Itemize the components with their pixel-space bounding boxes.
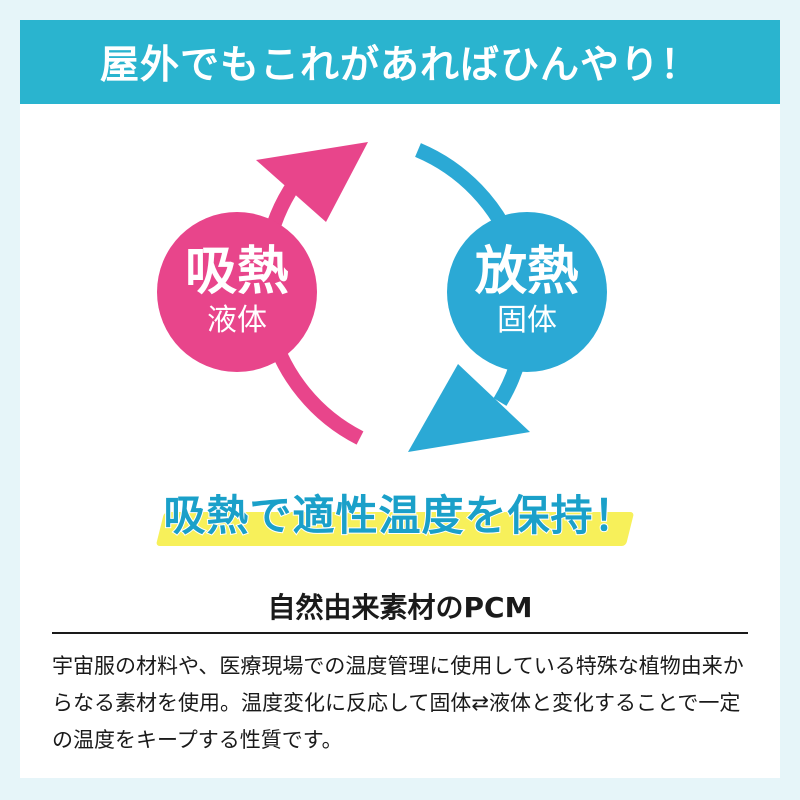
release-arrow-head bbox=[408, 364, 530, 452]
release-sub-label: 固体 bbox=[497, 303, 557, 338]
absorb-main-label: 吸熱 bbox=[184, 242, 289, 302]
absorb-label-group: 吸熱 液体 bbox=[152, 242, 322, 340]
release-main-label: 放熱 bbox=[474, 242, 579, 302]
section-title: 自然由来素材のPCM bbox=[267, 591, 533, 624]
absorb-sub-label: 液体 bbox=[207, 303, 267, 338]
content-card bbox=[20, 20, 780, 778]
release-label-group: 放熱 固体 bbox=[442, 242, 612, 340]
header-banner: 屋外でもこれがあればひんやり！ bbox=[20, 20, 780, 104]
absorb-circle bbox=[157, 212, 317, 372]
section-divider bbox=[52, 632, 748, 634]
slogan-text: 吸熱で適性温度を保持！ bbox=[162, 490, 637, 541]
section-description: 宇宙服の材料や、医療現場での温度管理に使用している特殊な植物由来からなる素材を使… bbox=[52, 654, 744, 752]
header-title: 屋外でもこれがあればひんやり！ bbox=[99, 43, 700, 88]
release-circle bbox=[447, 212, 607, 372]
absorb-arrow-head bbox=[256, 142, 368, 222]
